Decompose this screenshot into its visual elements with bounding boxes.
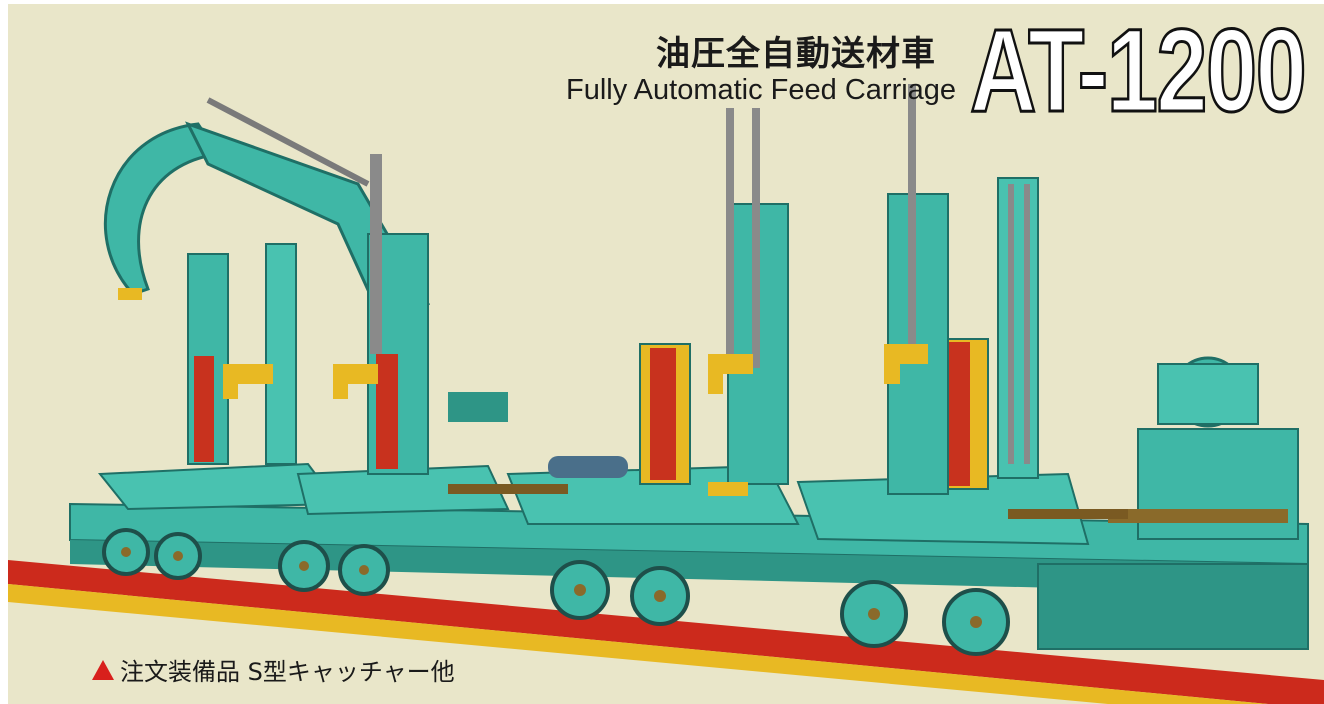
knee-post-1 [187,243,297,465]
model-number: AT-1200 [969,5,1308,137]
photo-caption: 注文装備品 S型キャッチャー他 [92,652,455,687]
knee-post-3 [639,108,789,496]
carriage-frame [69,356,1309,650]
knee-post-4 [884,84,1039,495]
title-english: Fully Automatic Feed Carriage [566,74,957,106]
rail-yellow [8,584,1268,704]
brochure-page: 油圧全自動送材車 Fully Automatic Feed Carriage A… [8,4,1324,704]
red-triangle-icon [92,659,114,680]
drive-shafts [448,456,1128,519]
knee-post-2 [333,154,508,475]
machine-photo [8,84,1324,704]
title-japanese: 油圧全自動送材車 [656,34,936,74]
rail-red [8,560,1324,704]
caption-text: 注文装備品 S型キャッチャー他 [120,658,455,686]
